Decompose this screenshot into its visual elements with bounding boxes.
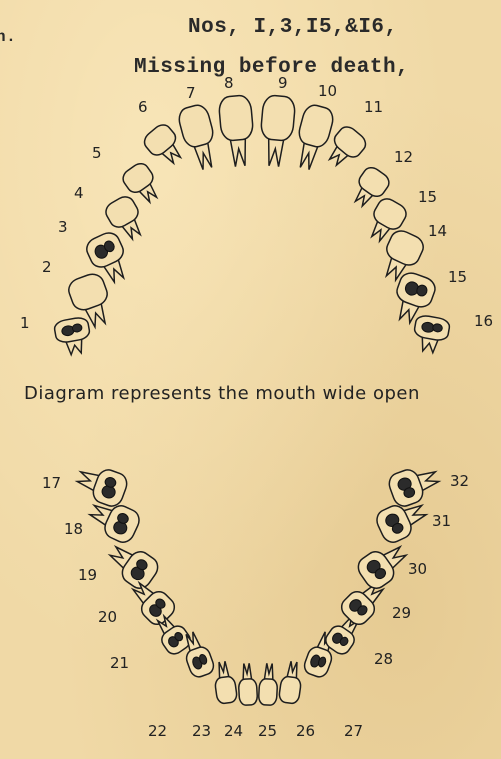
lower-tooth-number-5: 21 [110, 654, 129, 672]
upper-tooth-10 [290, 103, 336, 173]
lower-tooth-number-11: 27 [344, 722, 363, 740]
lower-tooth-number-15: 31 [432, 512, 451, 530]
upper-tooth-number-7: 7 [186, 84, 196, 102]
upper-tooth-number-15: 15 [448, 268, 467, 286]
upper-tooth-number-16: 16 [474, 312, 493, 330]
lower-tooth-14 [354, 537, 413, 592]
lower-tooth-1 [73, 461, 130, 509]
upper-tooth-9 [258, 95, 296, 168]
lower-tooth-number-9: 25 [258, 722, 277, 740]
lower-tooth-number-13: 29 [392, 604, 411, 622]
lower-tooth-number-6: 22 [148, 722, 167, 740]
upper-tooth-number-1: 1 [20, 314, 30, 332]
upper-tooth-16 [411, 314, 451, 355]
upper-tooth-number-14: 14 [428, 222, 447, 240]
lower-tooth-number-8: 24 [224, 722, 243, 740]
lower-tooth-number-7: 23 [192, 722, 211, 740]
upper-tooth-number-5: 5 [92, 144, 102, 162]
lower-tooth-number-4: 20 [98, 608, 117, 626]
upper-tooth-1 [53, 316, 93, 357]
lower-tooth-number-12: 28 [374, 650, 393, 668]
diagram-caption: Diagram represents the mouth wide open [24, 383, 420, 404]
upper-tooth-number-13: 15 [418, 188, 437, 206]
upper-tooth-number-6: 6 [138, 98, 148, 116]
lower-tooth-8 [238, 663, 258, 705]
upper-tooth-8 [218, 95, 256, 168]
upper-arch [53, 95, 450, 357]
upper-tooth-number-3: 3 [58, 218, 68, 236]
lower-tooth-number-10: 26 [296, 722, 315, 740]
upper-tooth-7 [176, 103, 222, 173]
lower-tooth-9 [258, 663, 278, 705]
upper-tooth-number-8: 8 [224, 74, 234, 92]
lower-tooth-7 [212, 660, 238, 704]
lower-tooth-3 [103, 537, 162, 592]
lower-tooth-number-3: 19 [78, 566, 97, 584]
lower-tooth-number-16: 32 [450, 472, 469, 490]
lower-tooth-16 [386, 461, 443, 509]
upper-tooth-number-11: 11 [364, 98, 383, 116]
upper-tooth-number-12: 12 [394, 148, 413, 166]
lower-tooth-number-2: 18 [64, 520, 83, 538]
lower-tooth-number-14: 30 [408, 560, 427, 578]
upper-tooth-number-4: 4 [74, 184, 84, 202]
upper-tooth-number-10: 10 [318, 82, 337, 100]
upper-tooth-number-9: 9 [278, 74, 288, 92]
upper-tooth-number-2: 2 [42, 258, 52, 276]
lower-tooth-10 [278, 660, 304, 704]
lower-tooth-number-1: 17 [42, 474, 61, 492]
